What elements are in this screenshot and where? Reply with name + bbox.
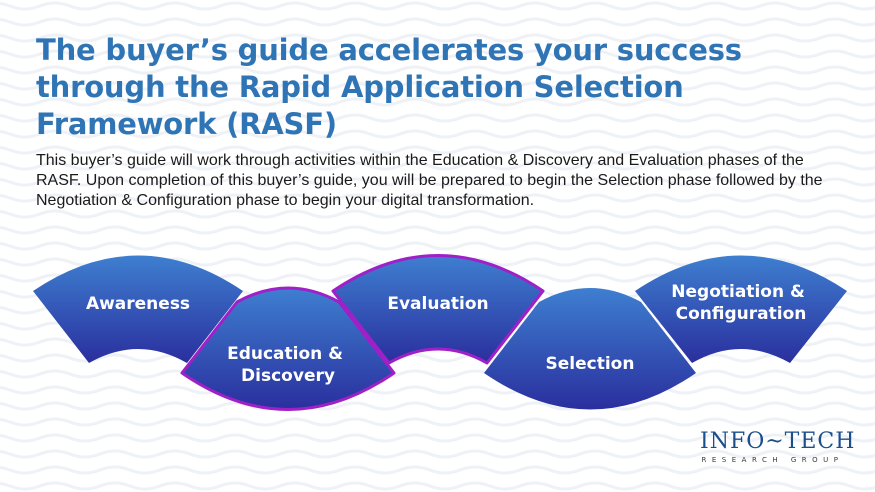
background-wave-line	[0, 225, 875, 235]
background-wave-line	[0, 401, 875, 411]
info-tech-logo: INFO~TECH RESEARCH GROUP	[700, 429, 856, 465]
background-wave-line	[0, 129, 875, 139]
background-wave-line	[0, 417, 875, 427]
phase-label-line: Negotiation &	[671, 282, 805, 302]
background-wave-line	[0, 1, 875, 11]
background-wave-line	[0, 449, 875, 459]
phase-negotiation-configuration: Negotiation & Configuration	[635, 255, 847, 363]
logo-wordmark: INFO~TECH	[700, 429, 856, 454]
background-wave-line	[0, 145, 875, 155]
background-wave-line	[0, 177, 875, 187]
phase-label: Evaluation	[387, 294, 488, 314]
phase-label-line: Configuration	[676, 304, 807, 324]
phase-evaluation: Evaluation	[331, 254, 545, 365]
phase-label-line: Discovery	[241, 366, 335, 386]
background-wave-line	[0, 433, 875, 443]
phase-label: Awareness	[86, 294, 190, 314]
background-wave-line	[0, 209, 875, 219]
background-wave-line	[0, 369, 875, 379]
background-wave-line	[0, 465, 875, 475]
background-wave-line	[0, 241, 875, 251]
slide-title: The buyer’s guide accelerates your succe…	[36, 33, 742, 141]
phase-selection: Selection	[484, 288, 696, 410]
phase-label-line: Awareness	[86, 294, 190, 314]
background-wave-line	[0, 49, 875, 59]
phase-label: Selection	[546, 354, 635, 374]
phase-label-line: Selection	[546, 354, 635, 374]
phase-label-line: Evaluation	[387, 294, 488, 314]
background-wave-line	[0, 17, 875, 27]
background-wave-line	[0, 65, 875, 75]
phase-awareness: Awareness	[33, 255, 243, 363]
background-wave-line	[0, 481, 875, 491]
phase-education-discovery: Education & Discovery	[180, 286, 396, 411]
background-wave-line	[0, 113, 875, 123]
logo-tagline: RESEARCH GROUP	[701, 456, 844, 464]
intro-paragraph: This buyer’s guide will work through act…	[36, 152, 823, 209]
phase-label-line: Education &	[227, 344, 343, 364]
background-wave-line	[0, 161, 875, 171]
background-wave-line	[0, 97, 875, 107]
background-wave-line	[0, 33, 875, 43]
background-wave-line	[0, 385, 875, 395]
background-wave-line	[0, 81, 875, 91]
background-wave-line	[0, 193, 875, 203]
phase-label: Education & Discovery	[227, 344, 349, 386]
phase-label: Negotiation & Configuration	[671, 282, 810, 324]
